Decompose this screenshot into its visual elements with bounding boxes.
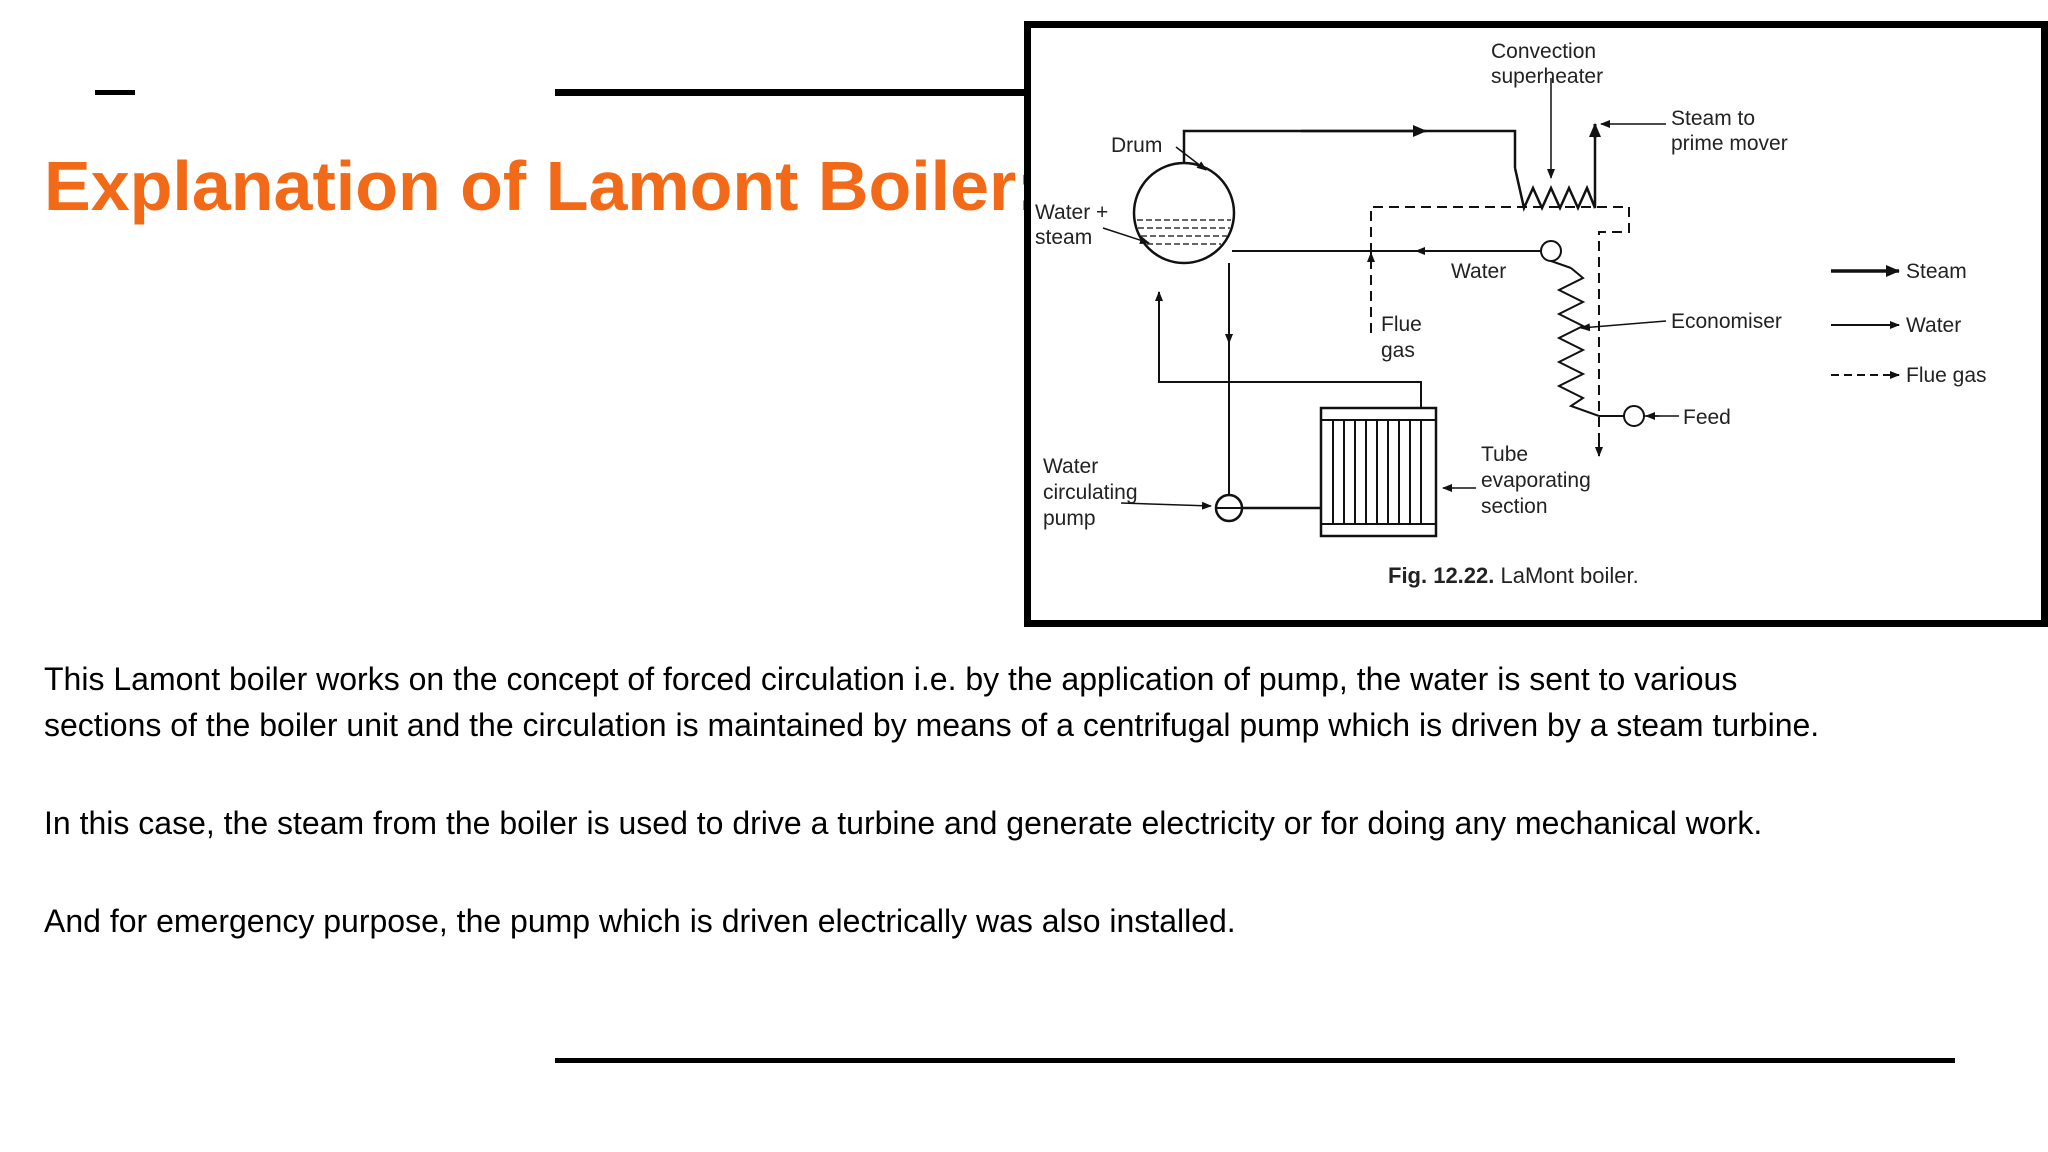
riser-line <box>1155 291 1422 408</box>
label-pump-water: Water <box>1043 455 1098 478</box>
tube-evaporating-section <box>1319 406 1476 538</box>
paragraph-3: And for emergency purpose, the pump whic… <box>44 903 1236 939</box>
label-water: Water <box>1451 260 1506 283</box>
caption-number: Fig. 12.22. <box>1388 563 1494 588</box>
feed-inlet <box>1599 405 1679 427</box>
label-drum: Drum <box>1111 134 1162 157</box>
label-prime-mover: prime mover <box>1671 132 1788 155</box>
label-steam-to: Steam to <box>1671 107 1755 130</box>
label-feed: Feed <box>1683 406 1731 429</box>
paragraph-2: In this case, the steam from the boiler … <box>44 805 1763 841</box>
label-evaporating: evaporating <box>1481 469 1591 492</box>
label-steam: steam <box>1035 226 1092 249</box>
label-tube: Tube <box>1481 443 1528 466</box>
label-pump: pump <box>1043 507 1096 530</box>
paragraph-1-line-2: sections of the boiler unit and the circ… <box>44 707 1820 743</box>
label-economiser: Economiser <box>1671 310 1782 333</box>
decorative-dash <box>95 90 135 95</box>
label-section: section <box>1481 495 1548 518</box>
slide-body: This Lamont boiler works on the concept … <box>44 656 2004 944</box>
steam-line <box>1182 125 1517 168</box>
label-water-plus: Water + <box>1035 201 1108 224</box>
water-line <box>1232 240 1572 269</box>
label-superheater: superheater <box>1491 65 1603 88</box>
legend-steam: Steam <box>1906 260 1967 283</box>
circulating-pump <box>1120 493 1321 523</box>
caption-text: LaMont boiler. <box>1494 563 1638 588</box>
slide-title: Explanation of Lamont Boiler: <box>44 147 1040 225</box>
bottom-divider-line <box>555 1058 1955 1063</box>
legend-flue-gas: Flue gas <box>1906 364 1987 387</box>
legend-water: Water <box>1906 314 1961 337</box>
economiser-coil <box>1556 267 1600 417</box>
label-convection: Convection <box>1491 40 1596 63</box>
drum-shape <box>1132 161 1236 265</box>
top-divider-line <box>555 89 1030 96</box>
figure-caption: Fig. 12.22. LaMont boiler. <box>1388 563 1639 588</box>
label-flue: Flue <box>1381 313 1422 336</box>
label-gas: gas <box>1381 339 1415 362</box>
flue-gas-path <box>1367 206 1630 457</box>
lamont-boiler-diagram: Convection superheater Steam to prime mo… <box>1024 21 2048 627</box>
paragraph-1-line-1: This Lamont boiler works on the concept … <box>44 661 1738 697</box>
legend: Steam Water Flue gas <box>1831 260 1987 387</box>
diagram-svg: Convection superheater Steam to prime mo… <box>1035 40 1987 588</box>
label-circulating: circulating <box>1043 481 1138 504</box>
superheater-coil <box>1513 138 1597 212</box>
